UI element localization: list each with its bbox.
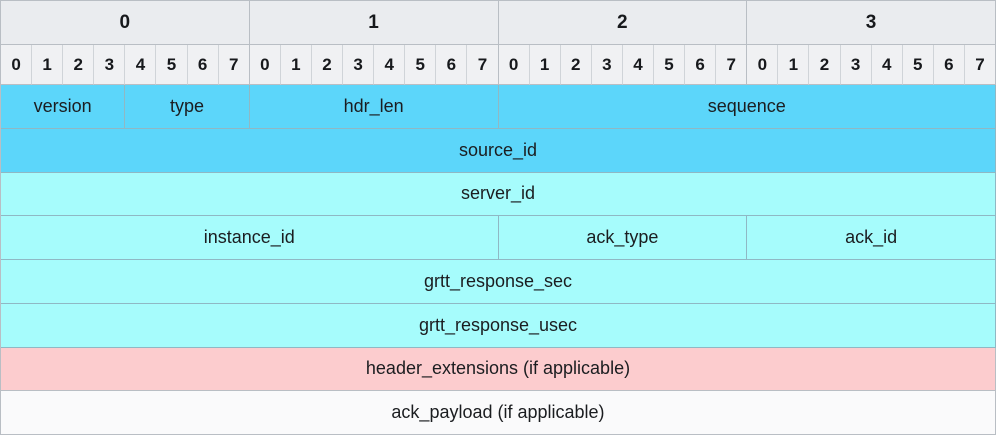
bit-number-2-0: 0 xyxy=(498,45,530,85)
bit-number-3-0: 0 xyxy=(747,45,779,85)
row-grtt-response-usec: grtt_response_usec xyxy=(1,303,996,348)
field-type: type xyxy=(125,85,250,129)
byte-number-2: 2 xyxy=(498,1,748,45)
byte-number-0: 0 xyxy=(1,1,250,45)
field-grtt-response-sec: grtt_response_sec xyxy=(1,260,996,304)
bit-number-2-4: 4 xyxy=(622,45,654,85)
field-source-id: source_id xyxy=(1,128,996,173)
bit-number-1-2: 2 xyxy=(311,45,344,85)
bit-number-0-3: 3 xyxy=(94,45,126,85)
bit-number-1-3: 3 xyxy=(343,45,375,85)
bit-number-0-5: 5 xyxy=(156,45,188,85)
field-grtt-response-usec: grtt_response_usec xyxy=(1,303,996,348)
byte-number-3: 3 xyxy=(747,1,996,45)
bit-number-1-5: 5 xyxy=(405,45,437,85)
row-grtt-response-sec: grtt_response_sec xyxy=(1,260,996,304)
bit-number-1-6: 6 xyxy=(436,45,468,85)
field-ack-type: ack_type xyxy=(498,216,748,260)
bit-number-1-4: 4 xyxy=(374,45,406,85)
bit-number-3-5: 5 xyxy=(902,45,934,85)
bit-number-2-6: 6 xyxy=(685,45,717,85)
bit-number-2-3: 3 xyxy=(591,45,623,85)
bit-number-2-1: 1 xyxy=(529,45,561,85)
bit-number-3-1: 1 xyxy=(778,45,810,85)
field-version: version xyxy=(1,85,126,129)
field-header-extensions: header_extensions (if applicable) xyxy=(1,347,996,392)
bit-number-3-7: 7 xyxy=(964,45,995,85)
byte-number-1: 1 xyxy=(249,1,499,45)
bit-number-0-7: 7 xyxy=(218,45,249,85)
field-instance-id: instance_id xyxy=(1,216,499,260)
row-server-id: server_id xyxy=(1,172,996,217)
bit-number-3-2: 2 xyxy=(809,45,841,85)
field-ack-payload: ack_payload (if applicable) xyxy=(1,391,996,435)
bit-number-1-0: 0 xyxy=(249,45,281,85)
bit-number-3-6: 6 xyxy=(933,45,965,85)
bit-number-2-5: 5 xyxy=(653,45,686,85)
field-ack-id: ack_id xyxy=(747,216,996,260)
field-server-id: server_id xyxy=(1,172,996,217)
bit-number-1-7: 7 xyxy=(467,45,498,85)
bit-number-0-6: 6 xyxy=(187,45,219,85)
row-header-extensions: header_extensions (if applicable) xyxy=(1,347,996,392)
bit-number-3-4: 4 xyxy=(871,45,903,85)
bit-number-0-0: 0 xyxy=(1,45,33,85)
row-ack-payload: ack_payload (if applicable) xyxy=(1,391,996,435)
bit-number-0-4: 4 xyxy=(125,45,157,85)
bit-number-0-2: 2 xyxy=(63,45,95,85)
bit-number-2-7: 7 xyxy=(716,45,747,85)
bit-number-0-1: 1 xyxy=(32,45,64,85)
row-source-id: source_id xyxy=(1,128,996,173)
field-hdr-len: hdr_len xyxy=(249,85,499,129)
field-sequence: sequence xyxy=(498,85,996,129)
bit-number-2-2: 2 xyxy=(560,45,592,85)
bit-number-1-1: 1 xyxy=(280,45,312,85)
bit-number-3-3: 3 xyxy=(840,45,872,85)
